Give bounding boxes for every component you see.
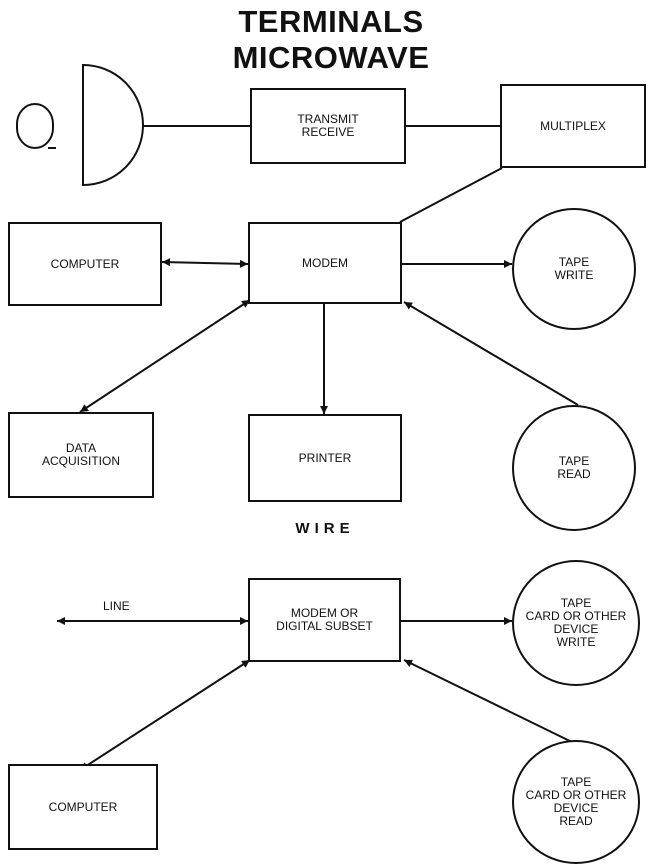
multiplex-label: MULTIPLEX	[540, 118, 606, 133]
arrow-computer-modem	[161, 258, 249, 268]
link-multiplex-to-modem	[399, 167, 503, 223]
modem-label: MODEM	[302, 255, 348, 270]
arrow-device-read-modem	[403, 659, 579, 746]
tape-read-label: TAPE READ	[557, 454, 591, 481]
section-heading-microwave: MICROWAVE	[232, 40, 430, 75]
computer-box: COMPUTER	[8, 222, 162, 306]
device-read-label: TAPE CARD OR OTHER DEVICE READ	[525, 775, 627, 828]
section-heading-wire: WIRE	[295, 520, 355, 537]
modem-box: MODEM	[248, 222, 402, 304]
arrow-modem-data-acquisition	[79, 299, 251, 413]
transmit-receive-label: TRANSMIT RECEIVE	[297, 112, 359, 139]
tape-write-circle: TAPE WRITE	[512, 208, 636, 330]
data-acquisition-box: DATA ACQUISITION	[8, 412, 154, 498]
computer-label: COMPUTER	[50, 256, 120, 271]
modem-digital-subset-box: MODEM OR DIGITAL SUBSET	[248, 578, 401, 662]
device-write-label: TAPE CARD OR OTHER DEVICE WRITE	[525, 596, 627, 649]
tape-write-label: TAPE WRITE	[554, 255, 594, 282]
printer-label: PRINTER	[298, 450, 352, 465]
line-label: LINE	[103, 599, 130, 613]
arrow-tape-read-modem	[403, 301, 579, 406]
device-write-circle: TAPE CARD OR OTHER DEVICE WRITE	[512, 560, 640, 686]
diagram-title: TERMINALS	[238, 4, 424, 39]
modem-digital-subset-label: MODEM OR DIGITAL SUBSET	[276, 606, 373, 633]
tape-read-circle: TAPE READ	[512, 405, 636, 531]
device-read-circle: TAPE CARD OR OTHER DEVICE READ	[512, 740, 640, 864]
transmit-receive-box: TRANSMIT RECEIVE	[250, 88, 406, 164]
wire-computer-box: COMPUTER	[8, 764, 158, 850]
arrow-modem-computer	[79, 659, 251, 771]
printer-box: PRINTER	[248, 414, 402, 502]
dish-antenna-icon	[16, 63, 144, 187]
data-acquisition-label: DATA ACQUISITION	[41, 441, 120, 468]
multiplex-box: MULTIPLEX	[500, 84, 646, 168]
wire-computer-label: COMPUTER	[48, 799, 118, 814]
